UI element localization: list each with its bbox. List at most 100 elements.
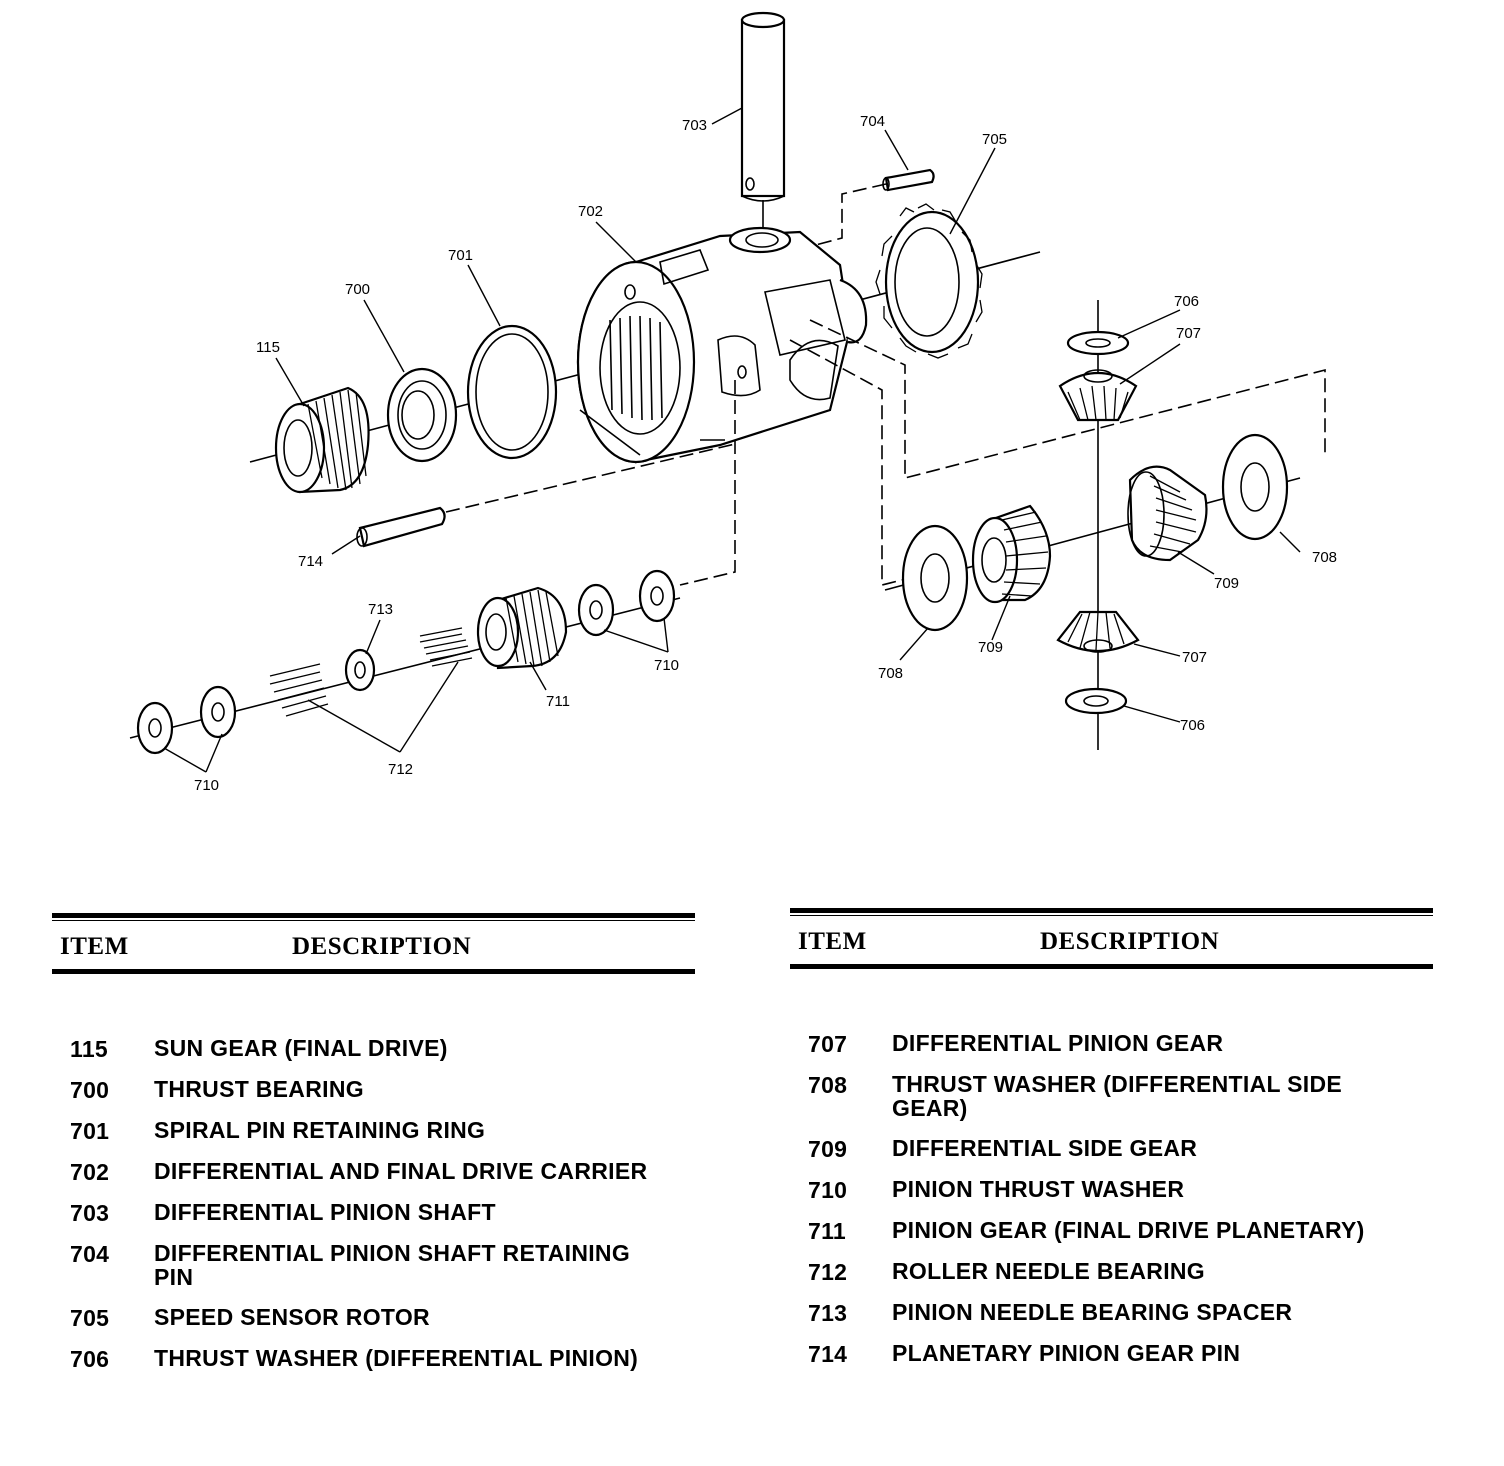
item-description: DIFFERENTIAL PINION GEAR: [892, 1030, 1224, 1056]
callout-115: 115: [256, 339, 280, 356]
item-header: ITEM: [60, 933, 129, 960]
part-701-spiral-ring: [466, 324, 558, 460]
item-number: 714: [808, 1341, 848, 1367]
table-header: ITEM DESCRIPTION: [790, 916, 1433, 964]
table-row: 703 DIFFERENTIAL PINION SHAFT: [52, 1200, 695, 1241]
table-rule: [790, 964, 1433, 969]
item-number: 707: [808, 1031, 848, 1057]
item-number: 115: [70, 1036, 109, 1062]
part-703-pinion-shaft: [740, 11, 786, 238]
table-rule: [52, 913, 695, 918]
table-row: 115 SUN GEAR (FINAL DRIVE): [52, 1036, 695, 1077]
callout-712: 712: [388, 761, 413, 778]
item-number: 711: [808, 1218, 847, 1244]
item-number: 709: [808, 1136, 848, 1162]
item-description: PLANETARY PINION GEAR PIN: [892, 1340, 1241, 1366]
part-700-thrust-bearing: [386, 367, 458, 463]
part-706-top-washer: [1066, 330, 1130, 356]
callout-714: 714: [298, 553, 323, 570]
table-rows: 707 DIFFERENTIAL PINION GEAR 708 THRUST …: [790, 1031, 1433, 1382]
table-row: 705 SPEED SENSOR ROTOR: [52, 1305, 695, 1346]
table-row: 704 DIFFERENTIAL PINION SHAFT RETAINING …: [52, 1241, 695, 1305]
item-description: THRUST WASHER (DIFFERENTIAL PINION): [154, 1345, 639, 1371]
table-row: 711 PINION GEAR (FINAL DRIVE PLANETARY): [790, 1218, 1433, 1259]
item-number: 708: [808, 1072, 848, 1098]
part-713-spacer: [344, 648, 376, 692]
callout-703: 703: [682, 117, 707, 134]
item-description: SPEED SENSOR ROTOR: [154, 1304, 430, 1330]
callout-711: 711: [546, 693, 570, 710]
item-description: PINION THRUST WASHER: [892, 1176, 1185, 1202]
exploded-view-diagram: 703 704 705 702 701 700 115 706 707 714 …: [129, 11, 1337, 794]
table-row: 707 DIFFERENTIAL PINION GEAR: [790, 1031, 1433, 1072]
part-709-left-side-gear: [971, 504, 1052, 604]
part-707-top-pinion: [1058, 369, 1138, 422]
table-rule: [790, 908, 1433, 913]
callout-708-left: 708: [878, 665, 903, 682]
part-710-washers-left: [136, 685, 237, 755]
item-number: 713: [808, 1300, 848, 1326]
part-710-washers-right: [577, 569, 676, 637]
part-704-retaining-pin: [811, 168, 935, 247]
item-description: PINION NEEDLE BEARING SPACER: [892, 1299, 1293, 1325]
callout-706-top: 706: [1174, 293, 1199, 310]
item-description: SPIRAL PIN RETAINING RING: [154, 1117, 486, 1143]
part-707-bottom-pinion: [1056, 610, 1140, 653]
item-description: SUN GEAR (FINAL DRIVE): [154, 1035, 448, 1061]
item-number: 703: [70, 1200, 110, 1226]
description-header: DESCRIPTION: [292, 933, 472, 960]
callout-704: 704: [860, 113, 885, 130]
item-description: ROLLER NEEDLE BEARING: [892, 1258, 1205, 1284]
callout-709-left: 709: [978, 639, 1003, 656]
item-number: 701: [70, 1118, 110, 1144]
callout-710-right: 710: [654, 657, 679, 674]
table-row: 713 PINION NEEDLE BEARING SPACER: [790, 1300, 1433, 1341]
item-description: DIFFERENTIAL PINION SHAFT RETAINING PIN: [154, 1240, 631, 1290]
table-row: 709 DIFFERENTIAL SIDE GEAR: [790, 1136, 1433, 1177]
part-708-right-washer: [1221, 433, 1289, 541]
table-rule: [52, 969, 695, 974]
dashed-path-carrier-to-differential: [809, 319, 1326, 480]
table-rows: 115 SUN GEAR (FINAL DRIVE) 700 THRUST BE…: [52, 1036, 695, 1387]
item-description: PINION GEAR (FINAL DRIVE PLANETARY): [892, 1217, 1365, 1243]
callout-709-right: 709: [1214, 575, 1239, 592]
callout-701: 701: [448, 247, 473, 264]
table-rule: [52, 920, 695, 921]
item-description: DIFFERENTIAL PINION SHAFT: [154, 1199, 496, 1225]
item-description: THRUST BEARING: [154, 1076, 364, 1102]
table-row: 700 THRUST BEARING: [52, 1077, 695, 1118]
item-number: 702: [70, 1159, 110, 1185]
callout-leader-lines: [163, 107, 1301, 773]
item-number: 700: [70, 1077, 110, 1103]
parts-table-right: ITEM DESCRIPTION 707 DIFFERENTIAL PINION…: [790, 908, 1433, 1382]
item-number: 706: [70, 1346, 110, 1372]
table-row: 706 THRUST WASHER (DIFFERENTIAL PINION): [52, 1346, 695, 1387]
item-description: DIFFERENTIAL SIDE GEAR: [892, 1135, 1198, 1161]
part-115-sun-gear: [274, 386, 370, 494]
callout-705: 705: [982, 131, 1007, 148]
part-708-left-washer: [901, 524, 969, 632]
callout-707-top: 707: [1176, 325, 1201, 342]
part-709-right-side-gear: [1127, 465, 1208, 562]
item-description: DIFFERENTIAL AND FINAL DRIVE CARRIER: [154, 1158, 648, 1184]
callout-710-left: 710: [194, 777, 219, 794]
part-712-needle-bearings: [269, 627, 473, 717]
item-description: THRUST WASHER (DIFFERENTIAL SIDE GEAR): [892, 1071, 1343, 1121]
part-702-carrier: [576, 226, 868, 464]
item-number: 705: [70, 1305, 110, 1331]
item-number: 710: [808, 1177, 848, 1203]
callout-707-bottom: 707: [1182, 649, 1207, 666]
part-714-pinion-gear-pin: [356, 443, 736, 548]
table-row: 714 PLANETARY PINION GEAR PIN: [790, 1341, 1433, 1382]
item-header: ITEM: [798, 928, 867, 955]
callout-702: 702: [578, 203, 603, 220]
parts-table-left: ITEM DESCRIPTION 115 SUN GEAR (FINAL DRI…: [52, 913, 695, 1387]
part-705-speed-sensor-rotor: [875, 203, 983, 359]
description-header: DESCRIPTION: [1040, 928, 1220, 955]
table-rule: [790, 915, 1433, 916]
item-number: 712: [808, 1259, 848, 1285]
table-row: 712 ROLLER NEEDLE BEARING: [790, 1259, 1433, 1300]
part-711-pinion-gear: [476, 586, 568, 670]
table-row: 701 SPIRAL PIN RETAINING RING: [52, 1118, 695, 1159]
dashed-path-carrier-to-708: [789, 339, 911, 587]
